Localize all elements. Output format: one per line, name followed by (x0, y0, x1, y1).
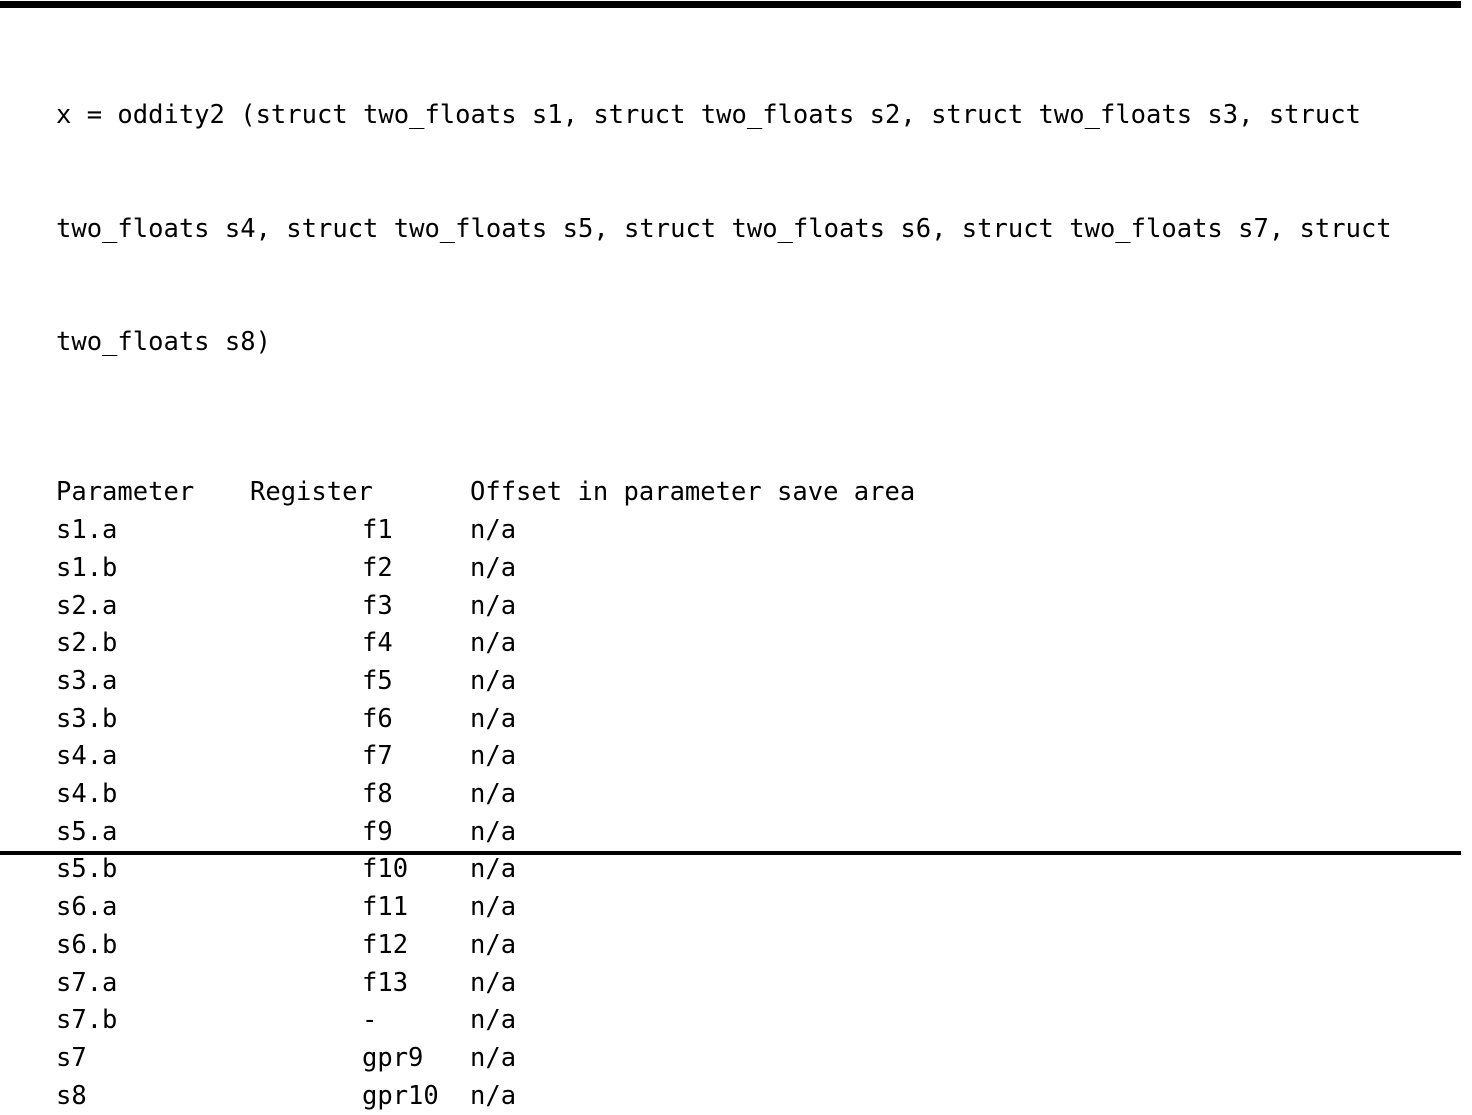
cell-parameter: s7.b (56, 1005, 118, 1036)
cell-register-spacer (250, 512, 362, 550)
cell-register: f10 (362, 854, 409, 885)
cell-offset: n/a (470, 1042, 517, 1073)
cell-register-spacer (250, 851, 362, 889)
cell-register: f8 (362, 779, 393, 810)
cell-register-spacer (250, 1002, 362, 1040)
cell-register-spacer (250, 1040, 362, 1078)
cell-parameter: s1.b (56, 552, 118, 583)
cell-offset: n/a (470, 590, 517, 621)
signature-line-3: two_floats s8) (56, 326, 271, 357)
cell-register: f12 (362, 929, 409, 960)
table-row: s7.a f13 n/a (56, 965, 1170, 1003)
cell-register: f13 (362, 967, 409, 998)
document-content: x = oddity2 (struct two_floats s1, struc… (56, 22, 1458, 1115)
cell-register: gpr10 (362, 1080, 439, 1111)
table-row: s5.a f9 n/a (56, 814, 1170, 852)
table-row: s2.b f4 n/a (56, 625, 1170, 663)
cell-register-spacer (250, 776, 362, 814)
cell-parameter: s4.a (56, 741, 118, 772)
table-row: s7.b - n/a (56, 1002, 1170, 1040)
cell-register: f4 (362, 628, 393, 659)
cell-register: f9 (362, 816, 393, 847)
cell-offset: n/a (470, 929, 517, 960)
cell-offset: n/a (470, 967, 517, 998)
cell-register-spacer (250, 588, 362, 626)
cell-offset: n/a (470, 515, 517, 546)
parameter-register-table: Parameter Register Offset in parameter s… (56, 474, 1170, 1115)
cell-register-spacer (250, 927, 362, 965)
top-rule-divider (0, 1, 1461, 8)
cell-offset: n/a (470, 854, 517, 885)
blank-line-spacer (56, 437, 1458, 475)
cell-parameter: s6.b (56, 929, 118, 960)
cell-offset: n/a (470, 816, 517, 847)
cell-register-spacer (250, 663, 362, 701)
cell-register-spacer (250, 738, 362, 776)
function-signature: x = oddity2 (struct two_floats s1, struc… (56, 22, 1458, 437)
table-row: s6.a f11 n/a (56, 889, 1170, 927)
cell-register: gpr9 (362, 1042, 424, 1073)
cell-register: f2 (362, 552, 393, 583)
table-row: s3.a f5 n/a (56, 663, 1170, 701)
cell-register: f1 (362, 515, 393, 546)
cell-register-spacer (250, 889, 362, 927)
cell-register: f6 (362, 703, 393, 734)
table-row: s2.a f3 n/a (56, 588, 1170, 626)
cell-parameter: s8 (56, 1080, 87, 1111)
cell-offset: n/a (470, 703, 517, 734)
cell-register-spacer (250, 625, 362, 663)
cell-parameter: s6.a (56, 892, 118, 923)
cell-offset: n/a (470, 1080, 517, 1111)
cell-offset: n/a (470, 892, 517, 923)
cell-offset: n/a (470, 665, 517, 696)
column-header-parameter: Parameter (56, 477, 195, 508)
table-row: s1.b f2 n/a (56, 550, 1170, 588)
cell-offset: n/a (470, 628, 517, 659)
cell-parameter: s5.b (56, 854, 118, 885)
cell-register-spacer (250, 814, 362, 852)
cell-parameter: s2.b (56, 628, 118, 659)
column-header-register: Register (250, 477, 373, 508)
bottom-rule-divider (0, 851, 1461, 855)
signature-line-2: two_floats s4, struct two_floats s5, str… (56, 213, 1392, 244)
cell-parameter: s5.a (56, 816, 118, 847)
cell-register: f11 (362, 892, 409, 923)
table-row: s8 gpr10 n/a (56, 1078, 1170, 1115)
table-row: s4.b f8 n/a (56, 776, 1170, 814)
cell-register-spacer (250, 701, 362, 739)
table-row: s1.a f1 n/a (56, 512, 1170, 550)
cell-parameter: s7.a (56, 967, 118, 998)
signature-line-1: x = oddity2 (struct two_floats s1, struc… (56, 100, 1361, 131)
cell-parameter: s4.b (56, 779, 118, 810)
table-row: s3.b f6 n/a (56, 701, 1170, 739)
cell-register: f5 (362, 665, 393, 696)
table-header-row: Parameter Register Offset in parameter s… (56, 474, 1170, 512)
cell-register: - (362, 1005, 378, 1036)
table-header: Parameter Register Offset in parameter s… (56, 474, 1170, 512)
cell-parameter: s2.a (56, 590, 118, 621)
cell-offset: n/a (470, 552, 517, 583)
cell-offset: n/a (470, 779, 517, 810)
column-header-offset: Offset in parameter save area (470, 477, 916, 508)
cell-register-spacer (250, 965, 362, 1003)
cell-parameter: s3.a (56, 665, 118, 696)
table-row: s6.b f12 n/a (56, 927, 1170, 965)
cell-register-spacer (250, 550, 362, 588)
table-row: s7 gpr9 n/a (56, 1040, 1170, 1078)
cell-parameter: s3.b (56, 703, 118, 734)
cell-register: f3 (362, 590, 393, 621)
cell-register-spacer (250, 1078, 362, 1115)
table-row: s5.b f10 n/a (56, 851, 1170, 889)
cell-offset: n/a (470, 1005, 517, 1036)
table-row: s4.a f7 n/a (56, 738, 1170, 776)
cell-parameter: s1.a (56, 515, 118, 546)
cell-parameter: s7 (56, 1042, 87, 1073)
cell-register: f7 (362, 741, 393, 772)
cell-offset: n/a (470, 741, 517, 772)
